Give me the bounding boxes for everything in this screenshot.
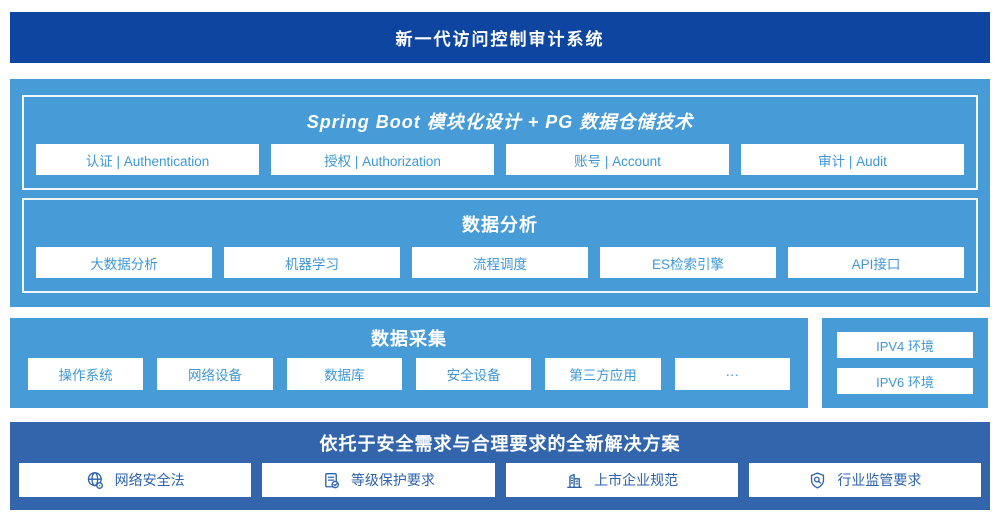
modules-panel-title: Spring Boot 模块化设计 + PG 数据仓储技术: [306, 111, 694, 132]
globe-icon: [86, 471, 105, 490]
analysis-panel: 数据分析 大数据分析 机器学习 流程调度 ES检索引擎 API接口: [22, 198, 978, 293]
solution-box-listed-company: 上市企业规范: [505, 463, 738, 497]
data-collection-layer: 数据采集 操作系统 网络设备 数据库 安全设备 第三方应用 ···: [10, 318, 808, 408]
system-title-banner: 新一代访问控制审计系统: [10, 12, 990, 63]
module-box-account: 账号 | Account: [506, 144, 729, 175]
modules-row: 认证 | Authentication 授权 | Authorization 账…: [36, 144, 964, 175]
solution-layer: 依托于安全需求与合理要求的全新解决方案 网络安全法: [10, 422, 990, 510]
solution-box-label: 等级保护要求: [350, 472, 435, 488]
system-title: 新一代访问控制审计系统: [395, 30, 605, 49]
solution-box-cybersecurity-law: 网络安全法: [19, 463, 252, 497]
modules-panel: Spring Boot 模块化设计 + PG 数据仓储技术 认证 | Authe…: [22, 95, 978, 190]
collection-box-network-device: 网络设备: [157, 358, 273, 390]
solution-box-label: 上市企业规范: [594, 472, 679, 488]
solution-box-classified-protection: 等级保护要求: [262, 463, 495, 497]
collection-box-security-device: 安全设备: [415, 358, 532, 390]
solution-row: 网络安全法 等级保护要求: [10, 463, 990, 497]
module-box-authentication: 认证 | Authentication: [36, 144, 259, 175]
env-box-ipv6: IPV6 环境: [837, 368, 973, 394]
module-box-audit: 审计 | Audit: [741, 144, 964, 175]
data-collection-row: 操作系统 网络设备 数据库 安全设备 第三方应用 ···: [10, 358, 808, 390]
building-icon: [565, 471, 584, 490]
collection-box-database: 数据库: [286, 358, 402, 390]
collection-box-thirdparty: 第三方应用: [545, 358, 661, 390]
solution-box-label: 行业监管要求: [837, 472, 922, 488]
solution-box-industry-regulation: 行业监管要求: [748, 463, 981, 497]
analysis-box-es: ES检索引擎: [600, 247, 776, 278]
shield-search-icon: [808, 471, 827, 490]
analysis-panel-title: 数据分析: [462, 214, 538, 235]
solution-box-label: 网络安全法: [114, 472, 185, 488]
solution-title: 依托于安全需求与合理要求的全新解决方案: [319, 433, 681, 454]
data-collection-title: 数据采集: [371, 329, 447, 349]
analysis-box-workflow: 流程调度: [412, 247, 588, 278]
module-box-authorization: 授权 | Authorization: [271, 144, 494, 175]
analysis-row: 大数据分析 机器学习 流程调度 ES检索引擎 API接口: [36, 247, 964, 278]
analysis-box-api: API接口: [788, 247, 964, 278]
document-check-icon: [322, 471, 341, 490]
analysis-box-bigdata: 大数据分析: [36, 247, 212, 278]
collection-box-os: 操作系统: [28, 358, 144, 390]
analysis-box-ml: 机器学习: [224, 247, 400, 278]
environment-panel: IPV4 环境 IPV6 环境: [822, 318, 988, 408]
platform-layer: Spring Boot 模块化设计 + PG 数据仓储技术 认证 | Authe…: [10, 79, 990, 307]
env-box-ipv4: IPV4 环境: [837, 332, 973, 358]
collection-box-more: ···: [674, 358, 790, 390]
